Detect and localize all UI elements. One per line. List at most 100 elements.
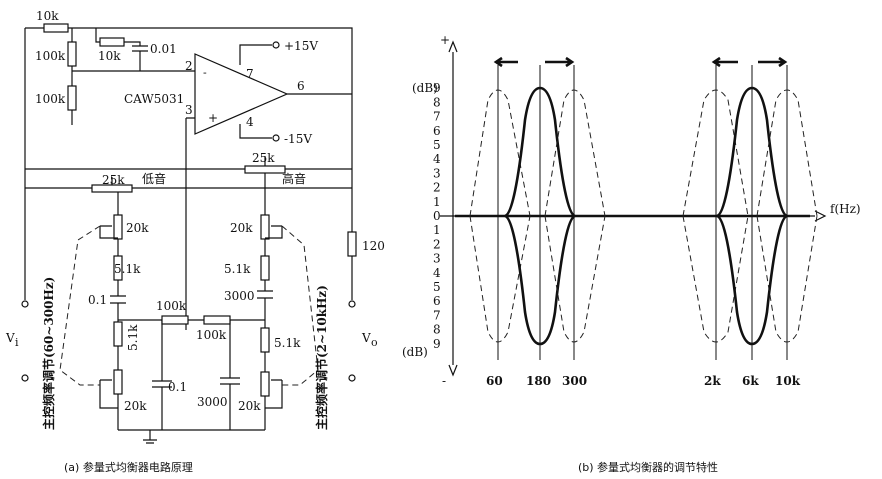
- divider-wire: [71, 28, 140, 125]
- y-tick-up-6: 6: [433, 124, 441, 138]
- y-axis-arrow-up: [448, 40, 458, 53]
- resistor-100k-top: [67, 41, 77, 67]
- y-tick-down-8: 8: [433, 323, 441, 337]
- label-5k1-left-b: 5.1k: [126, 324, 140, 351]
- curve-low-300-boost: [544, 89, 606, 217]
- resistor-100k-center-b: [203, 315, 231, 325]
- label-c-0-1-left: 0.1: [88, 293, 107, 307]
- y-tick-up-7: 7: [433, 110, 441, 124]
- y-plus: +: [440, 33, 450, 47]
- curve-low-60-boost: [469, 89, 531, 217]
- label-opamp: CAW5031: [124, 92, 184, 106]
- label-20k-right-top: 20k: [230, 221, 253, 235]
- arrow-left-low: [493, 56, 518, 68]
- y-minus: -: [442, 374, 446, 388]
- freq-label-300: 300: [562, 374, 587, 388]
- right-freq-bracket: [281, 225, 319, 386]
- label-5k1-right-b: 5.1k: [274, 336, 301, 350]
- curve-low-300-cut: [544, 215, 606, 343]
- curve-high-10k-cut: [756, 215, 818, 343]
- capacitor-0-1-left: [110, 295, 126, 304]
- freq-label-180: 180: [526, 374, 551, 388]
- resistor-20k-left-top: [113, 214, 123, 240]
- label-c-3000-right: 3000: [224, 289, 255, 303]
- curve-low-60-cut: [469, 215, 531, 343]
- resistor-5k1-left-a: [113, 255, 123, 281]
- terminal-vout-top: [348, 300, 356, 308]
- curve-low-180-boost: [504, 86, 576, 218]
- y-tick-down-2: 2: [433, 237, 441, 251]
- y-tick-down-1: 1: [433, 223, 441, 237]
- circuit-schematic: - + 2 3 7 6 4 +15V -15V 10k 10k 100k 100…: [5, 9, 385, 474]
- opamp-caw5031: [194, 53, 289, 135]
- y-tick-down-4: 4: [433, 266, 441, 280]
- label-5k1-right-a: 5.1k: [224, 262, 251, 276]
- right-vertical-label: 主控频率调节(2~10kHz): [314, 285, 329, 430]
- curve-high-2k-boost: [682, 89, 749, 217]
- label-treble: 高音: [282, 171, 306, 186]
- label-100k-bottom: 100k: [35, 92, 66, 106]
- y-tick-down-6: 6: [433, 294, 441, 308]
- label-vin: V: [5, 331, 15, 345]
- label-10k-feedback: 10k: [98, 49, 121, 63]
- y-tick-up-4: 4: [433, 152, 441, 166]
- y-tick-down-5: 5: [433, 280, 441, 294]
- x-axis-label: f(Hz): [830, 202, 861, 216]
- label-vout-sub: o: [371, 336, 378, 349]
- resistor-100k-bottom: [67, 85, 77, 111]
- caption-b: (b) 参量式均衡器的调节特性: [578, 460, 718, 474]
- db-label-top: (dB): [412, 81, 438, 95]
- resistor-10k-input: [43, 23, 69, 33]
- db-label-bottom: (dB): [402, 345, 428, 359]
- right-pot-wipers: [265, 225, 283, 409]
- label-vin-sub: i: [15, 336, 19, 349]
- terminal-pos-supply: [272, 41, 280, 49]
- label-100k-top: 100k: [35, 49, 66, 63]
- left-vertical-label: 主控频率调节(60~300Hz): [41, 277, 56, 430]
- resistor-5k1-right-a: [260, 255, 270, 281]
- top-rail-wire: [25, 27, 353, 95]
- terminal-vin-top: [21, 300, 29, 308]
- label-100k-center-b: 100k: [196, 328, 227, 342]
- resistor-5k1-left-b: [113, 321, 123, 347]
- curve-low-180-cut: [504, 214, 576, 346]
- arrow-left-high: [711, 56, 738, 68]
- left-pot-wipers: [99, 225, 118, 409]
- capacitor-0-01: [132, 41, 148, 71]
- label-20k-left-bottom: 20k: [124, 399, 147, 413]
- pin2-label: 2: [185, 59, 193, 73]
- supply-pos-label: +15V: [284, 39, 318, 53]
- opamp-minus-sign: -: [203, 66, 207, 79]
- resistor-120-load: [347, 231, 357, 257]
- label-100k-center-a: 100k: [156, 299, 187, 313]
- label-5k1-left-a: 5.1k: [114, 262, 141, 276]
- resistor-5k1-right-b: [260, 327, 270, 353]
- y-tick-up-8: 8: [433, 95, 441, 109]
- y-tick-down-7: 7: [433, 308, 441, 322]
- label-20k-left-top: 20k: [126, 221, 149, 235]
- label-25k-bass: 25k: [102, 173, 125, 187]
- curve-high-6k-boost: [716, 86, 788, 218]
- pin6-label: 6: [297, 79, 305, 93]
- freq-label-60: 60: [486, 374, 503, 388]
- resistor-20k-right-bottom: [260, 371, 270, 397]
- freq-label-6k: 6k: [742, 374, 759, 388]
- freq-label-10k: 10k: [775, 374, 801, 388]
- y-tick-up-5: 5: [433, 138, 441, 152]
- y-tick-up-9: 9: [433, 81, 441, 95]
- y-tick-zero: 0: [433, 209, 441, 223]
- curve-high-6k-cut: [716, 214, 788, 346]
- freq-guides: [497, 65, 788, 360]
- label-c-3000-center: 3000: [197, 395, 228, 409]
- caption-a: (a) 参量式均衡器电路原理: [64, 460, 193, 474]
- label-vout: V: [361, 331, 371, 345]
- capacitor-3000-right: [257, 290, 273, 299]
- label-c-0-1-center: 0.1: [168, 380, 187, 394]
- label-c-0-01: 0.01: [150, 42, 177, 56]
- pin4-label: 4: [246, 115, 254, 129]
- center-network-wire: [118, 319, 265, 430]
- terminal-vout-bottom: [348, 374, 356, 382]
- opamp-pin-wires: [140, 44, 352, 139]
- y-tick-down-3: 3: [433, 252, 441, 266]
